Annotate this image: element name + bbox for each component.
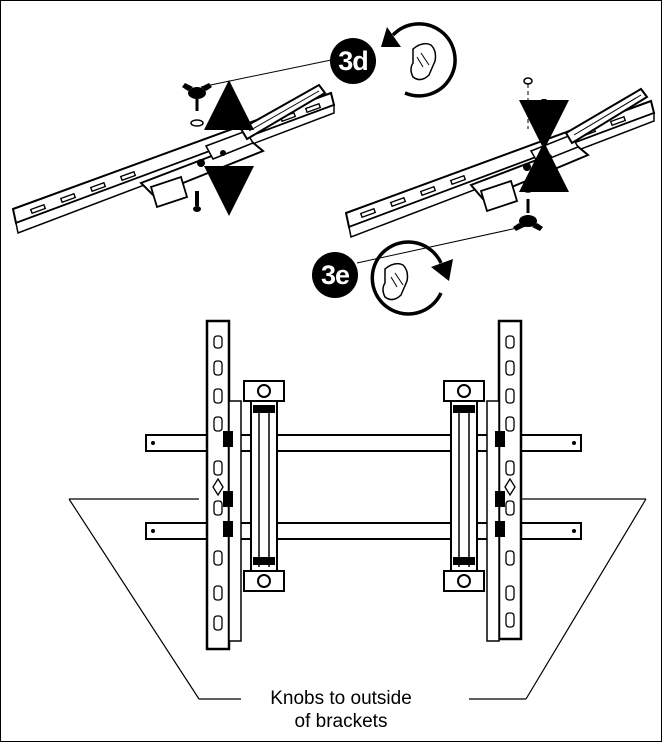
hand-rotate-counterclockwise-icon (381, 22, 457, 98)
caption-line-1: Knobs to outside (241, 688, 441, 710)
step-badge-3e: 3e (312, 252, 358, 298)
rail-assembly-right (344, 77, 656, 264)
hand-rotate-clockwise-icon (370, 240, 453, 316)
step-badge-3d: 3d (330, 38, 376, 84)
wall-mount-assembly (68, 319, 647, 700)
caption-line-2: of brackets (241, 711, 441, 733)
rail-assembly-left (11, 58, 337, 235)
